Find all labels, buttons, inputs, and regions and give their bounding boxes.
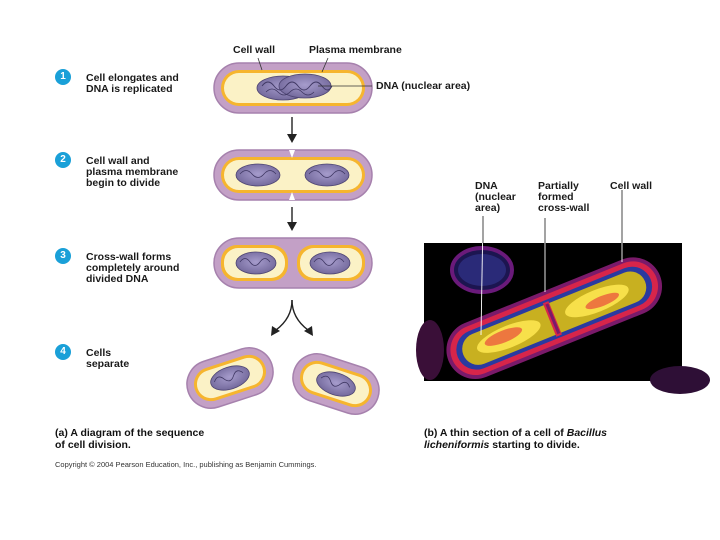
label-plasma-membrane: Plasma membrane <box>309 44 402 56</box>
label-dna-micro-line-3: area) <box>475 202 501 214</box>
step-1-line-1: Cell elongates and <box>86 72 179 84</box>
copyright: Copyright © 2004 Pearson Education, Inc.… <box>55 460 317 469</box>
step-2-line-1: Cell wall and <box>86 155 150 167</box>
arrow-down-1 <box>287 117 297 143</box>
step-badge-2: 2 <box>55 152 71 168</box>
step-4-line-1: Cells <box>86 347 112 359</box>
step-1-line-2: DNA is replicated <box>86 83 173 95</box>
step-2-line-2: plasma membrane <box>86 166 179 178</box>
step-4-line-2: separate <box>86 358 130 370</box>
arrow-split <box>271 299 313 336</box>
label-partially-line-1: Partially <box>538 180 579 192</box>
label-partially-formed: Partially formed cross-wall <box>538 181 589 214</box>
cell-step-4-left <box>186 347 274 409</box>
step-text-1: Cell elongates and DNA is replicated <box>86 73 179 95</box>
step-text-2: Cell wall and plasma membrane begin to d… <box>86 156 178 189</box>
step-text-3: Cross-wall forms completely around divid… <box>86 252 179 285</box>
step-3-line-1: Cross-wall forms <box>86 251 172 263</box>
cell-step-4-right <box>292 353 380 415</box>
label-dna-micro-line-2: (nuclear <box>475 191 516 203</box>
caption-a-line-2: of cell division. <box>55 438 131 451</box>
label-dna-nuclear-area: DNA (nuclear area) <box>376 80 471 92</box>
step-text-4: Cells separate <box>86 348 129 370</box>
caption-b-suffix: starting to divide. <box>489 438 580 451</box>
step-3-line-2: completely around <box>86 262 180 274</box>
step-badge-1: 1 <box>55 69 71 85</box>
caption-b-line-2: licheniformis starting to divide. <box>424 438 607 452</box>
leader-lines-b-top <box>482 190 623 243</box>
caption-b-genus: Bacillus <box>566 427 608 439</box>
step-3-line-3: divided DNA <box>86 273 149 285</box>
caption-b-line-1: (b) A thin section of a cell of Bacillus <box>424 427 608 440</box>
caption-b-species: licheniformis <box>424 438 490 451</box>
caption-b: (b) A thin section of a cell of Bacillus… <box>424 427 608 452</box>
step-badge-4: 4 <box>55 344 71 360</box>
label-partially-line-3: cross-wall <box>538 202 590 214</box>
step-badge-3: 3 <box>55 248 71 264</box>
cell-step-3 <box>213 237 373 289</box>
label-dna-micro: DNA (nuclear area) <box>475 181 516 214</box>
caption-a: (a) A diagram of the sequence of cell di… <box>55 427 205 451</box>
cell-step-2 <box>213 149 373 201</box>
cell-step-1 <box>213 62 373 114</box>
dna-1 <box>256 73 333 101</box>
leader-lines-a <box>257 57 372 87</box>
step-2-line-3: begin to divide <box>86 177 161 189</box>
micrograph <box>416 243 710 394</box>
label-cell-wall: Cell wall <box>233 44 276 56</box>
label-cell-wall-micro: Cell wall <box>610 180 653 192</box>
caption-b-prefix: (b) A thin section of a cell of <box>424 427 567 439</box>
caption-a-line-1: (a) A diagram of the sequence <box>55 427 205 439</box>
label-dna-micro-line-1: DNA <box>475 180 498 192</box>
label-partially-line-2: formed <box>538 191 574 203</box>
arrow-down-2 <box>287 207 297 231</box>
